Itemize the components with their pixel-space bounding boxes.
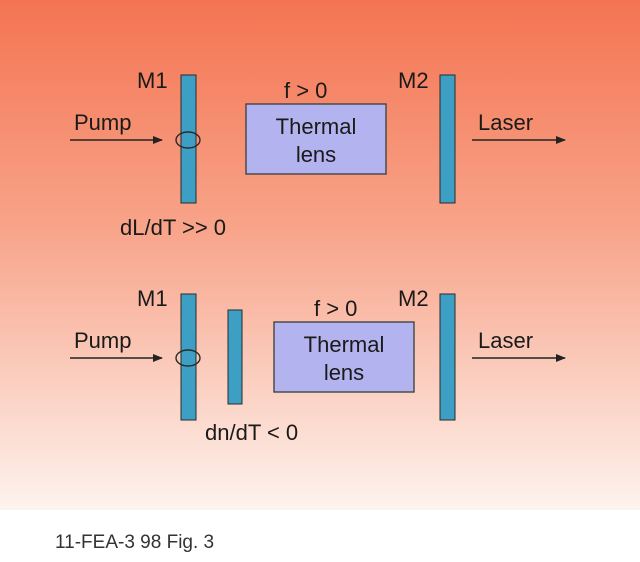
bottom-pump-spot <box>175 349 201 367</box>
bottom-focal-label: f > 0 <box>314 296 357 321</box>
bottom-condition: dn/dT < 0 <box>205 420 298 445</box>
bottom-pump-label: Pump <box>74 328 131 353</box>
top-mirror1-label: M1 <box>137 68 168 93</box>
top-lens-line2: lens <box>296 142 336 167</box>
top-pump-spot <box>175 131 201 149</box>
laser-cavity-diagram: M1 M2 f > 0 Pump Thermal lens Laser dL/d… <box>0 0 640 510</box>
top-condition: dL/dT >> 0 <box>120 215 226 240</box>
top-lens-line1: Thermal <box>276 114 357 139</box>
top-focal-label: f > 0 <box>284 78 327 103</box>
top-thermal-lens <box>245 103 387 175</box>
diagram-background <box>0 0 640 510</box>
bottom-configuration: M1 M2 f > 0 Pump Thermal lens Laser dn/d… <box>70 286 566 445</box>
bottom-lens-line1: Thermal <box>304 332 385 357</box>
top-mirror2 <box>439 74 456 204</box>
figure-caption: 11-FEA-3 98 Fig. 3 <box>55 532 215 553</box>
bottom-mirror1-label: M1 <box>137 286 168 311</box>
top-mirror1 <box>180 74 197 204</box>
bottom-rod-element <box>227 309 243 405</box>
top-mirror2-label: M2 <box>398 68 429 93</box>
top-pump-label: Pump <box>74 110 131 135</box>
bottom-laser-label: Laser <box>478 328 533 353</box>
bottom-mirror2 <box>439 293 456 421</box>
bottom-lens-line2: lens <box>324 360 364 385</box>
bottom-thermal-lens <box>273 321 415 393</box>
bottom-mirror1 <box>180 293 197 421</box>
top-laser-label: Laser <box>478 110 533 135</box>
top-configuration: M1 M2 f > 0 Pump Thermal lens Laser dL/d… <box>70 68 566 240</box>
figure: M1 M2 f > 0 Pump Thermal lens Laser dL/d… <box>0 0 640 510</box>
bottom-mirror2-label: M2 <box>398 286 429 311</box>
